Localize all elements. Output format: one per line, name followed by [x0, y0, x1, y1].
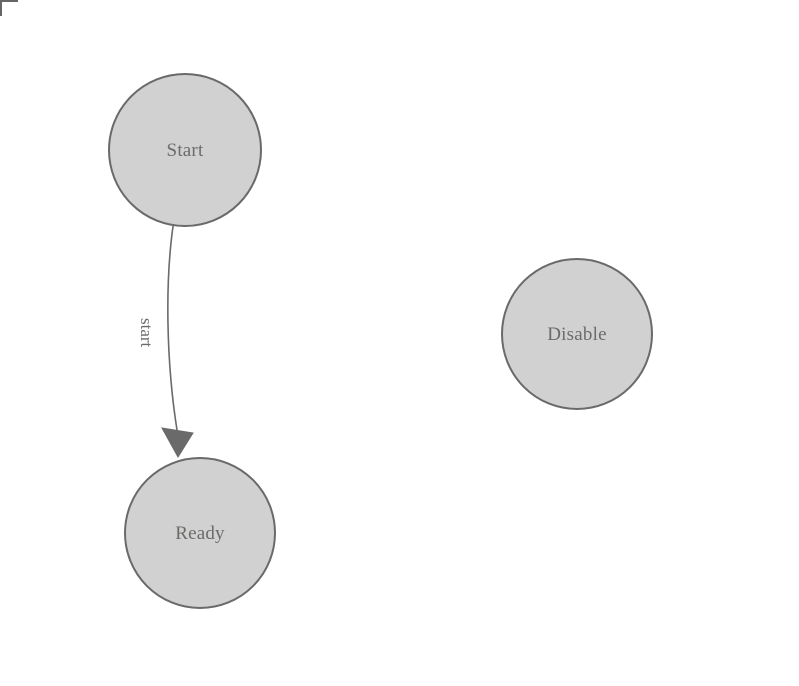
edge-start-to-ready[interactable]: [161, 222, 194, 458]
state-node-disable-label: Disable: [547, 323, 607, 345]
arrowhead-icon: [161, 427, 194, 458]
state-node-start-label: Start: [166, 139, 204, 161]
state-node-ready-label: Ready: [175, 522, 225, 544]
edge-label-start: start: [137, 318, 156, 348]
state-node-disable[interactable]: Disable: [501, 258, 653, 410]
state-node-start[interactable]: Start: [108, 73, 262, 227]
corner-bracket-mark: [0, 0, 18, 16]
state-node-ready[interactable]: Ready: [124, 457, 276, 609]
edge-path-start-to-ready: [167, 222, 178, 431]
